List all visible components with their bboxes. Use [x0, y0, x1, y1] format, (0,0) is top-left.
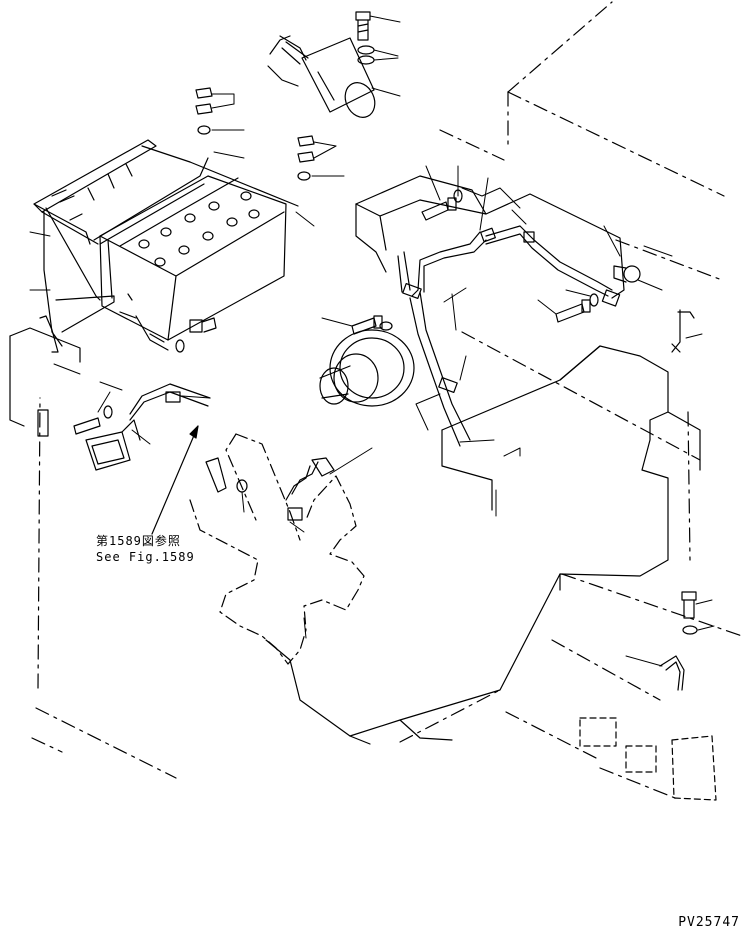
- left-frame: [9, 327, 81, 437]
- machine-frame-outline: [31, 1, 743, 801]
- head-bolt: [421, 189, 463, 221]
- harness-clamps: [287, 227, 621, 521]
- top-bolt: [355, 11, 371, 41]
- pulley-bolt: [351, 315, 393, 335]
- cooling-fan: [189, 433, 365, 665]
- battery-hold-down-frame: [33, 139, 299, 353]
- battery-nuts-pair-2: [297, 135, 315, 181]
- right-grommet: [613, 265, 641, 283]
- battery-rod: [119, 311, 169, 351]
- figure-reference-note: 第1589図参照 See Fig.1589: [96, 533, 195, 565]
- u-bolt: [659, 655, 685, 691]
- right-bolt: [555, 293, 599, 323]
- lower-right-boxes: [579, 717, 717, 801]
- reference-note-japanese: 第1589図参照: [96, 534, 181, 548]
- wiring-harness: [285, 225, 613, 501]
- left-bolt: [73, 405, 113, 435]
- reference-arrow: [151, 425, 199, 535]
- cylinder-canister: [267, 35, 376, 118]
- battery-nuts-pair-1: [195, 87, 213, 135]
- drawing-number: PV25747: [678, 915, 740, 930]
- callout-leaders: [29, 15, 715, 667]
- fasteners: [73, 11, 698, 635]
- battery-base-bolt: [175, 317, 217, 353]
- washer-top-1: [357, 45, 375, 55]
- indicator-lamp: [85, 383, 211, 471]
- lower-right-bolt: [681, 591, 698, 635]
- battery-caps: [138, 191, 260, 267]
- ground-cable: [671, 309, 695, 353]
- cylinder-head: [355, 175, 625, 299]
- crankshaft-pulley: [319, 329, 415, 407]
- battery: [99, 175, 287, 341]
- fan-bolt: [205, 457, 248, 493]
- reference-note-english: See Fig.1589: [96, 550, 195, 564]
- engine-block: [265, 345, 701, 745]
